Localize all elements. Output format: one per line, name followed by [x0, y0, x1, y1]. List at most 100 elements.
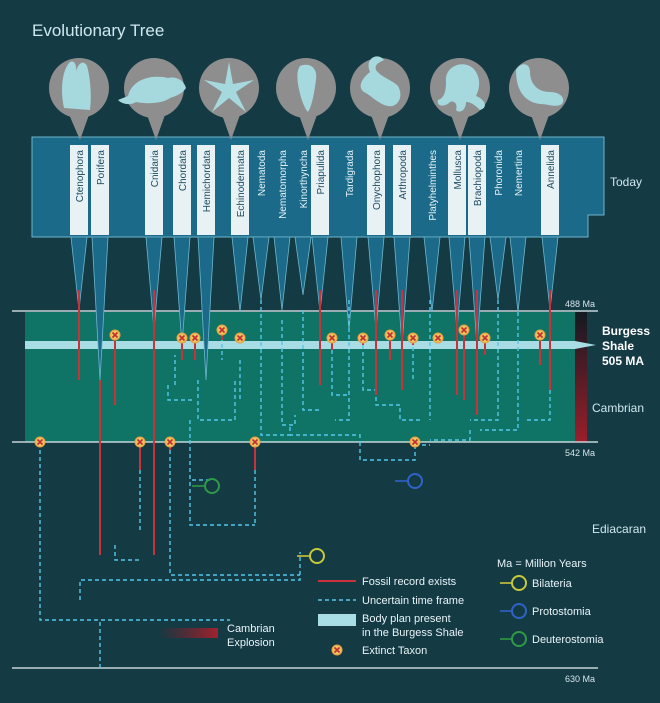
cambrian-explosion-line1: Cambrian	[227, 623, 275, 635]
extinct-marker-10	[458, 324, 470, 336]
clade-legend: Ma = Million Years BilateriaProtostomiaD…	[497, 558, 604, 647]
taxon-label-phoronida: Phoronida	[494, 150, 505, 196]
uncertain-lineage-3	[114, 545, 140, 561]
extinct-marker-15	[164, 436, 176, 448]
taxon-label-chordata: Chordata	[178, 150, 189, 192]
taxon-cone-nemertina	[509, 236, 527, 313]
taxon-cone-priapulida	[311, 236, 329, 313]
cambrian-side-bar	[575, 312, 587, 442]
opossum-icon	[118, 58, 186, 140]
legend-burgess-label-2: in the Burgess Shale	[362, 627, 464, 639]
clade-markers	[192, 473, 423, 564]
taxon-tab-priapulida	[311, 145, 329, 235]
cambrian-explosion-line2: Explosion	[227, 637, 275, 649]
sea-star-icon	[199, 58, 259, 140]
taxon-cone-mollusca	[448, 236, 466, 331]
taxon-tab-mollusca	[448, 145, 466, 235]
era-today: Today	[610, 175, 642, 189]
taxon-tab-brachiopoda	[468, 145, 486, 235]
clade-marker-protostomia	[395, 473, 423, 489]
taxon-cone-nematomorpha	[273, 236, 291, 311]
uncertain-lineage-19	[375, 390, 420, 421]
legend-extinct-swatch	[331, 644, 343, 656]
extinct-marker-2	[189, 332, 201, 344]
taxon-label-brachiopoda: Brachiopoda	[473, 150, 484, 207]
cambrian-band	[25, 312, 575, 442]
extinct-marker-0	[109, 329, 121, 341]
extinct-marker-7	[384, 329, 396, 341]
legend-burgess-swatch	[318, 614, 356, 626]
extinct-marker-16	[249, 436, 261, 448]
taxon-label-tardigrada: Tardigrada	[345, 150, 356, 198]
uncertain-lineage-2	[79, 552, 301, 600]
taxon-label-priapulida: Priapulida	[316, 150, 327, 195]
worm-icon	[509, 58, 569, 140]
taxon-tab-ctenophora	[70, 145, 88, 235]
taxon-cone-porifera	[91, 236, 109, 381]
taxon-cone-annelida	[541, 236, 559, 311]
taxon-label-echinodermata: Echinodermata	[236, 150, 247, 218]
clade-legend-deuterostomia: Deuterostomia	[500, 631, 604, 647]
taxon-label-porifera: Porifera	[96, 150, 107, 185]
clade-legend-label-deuterostomia: Deuterostomia	[532, 634, 604, 646]
taxon-cone-hemichordata	[197, 236, 215, 381]
uncertain-lineage-15	[302, 310, 320, 411]
taxon-tab-hemichordata	[197, 145, 215, 235]
legend-extinct-label: Extinct Taxon	[362, 645, 427, 657]
legend-uncertain-label: Uncertain time frame	[362, 595, 464, 607]
uncertain-lineage-16	[335, 300, 350, 421]
legend-fossil-label: Fossil record exists	[362, 576, 457, 588]
clade-legend-heading: Ma = Million Years	[497, 558, 587, 570]
taxon-tab-onychophora	[367, 145, 385, 235]
taxon-tab-annelida	[541, 145, 559, 235]
taxon-label-hemichordata: Hemichordata	[202, 150, 213, 213]
taxon-label-onychophora: Onychophora	[372, 150, 383, 210]
uncertain-lineage-12	[167, 355, 195, 401]
taxon-label-arthropoda: Arthropoda	[398, 150, 409, 200]
extinct-markers	[34, 324, 546, 448]
burgess-shale-bar	[25, 341, 596, 349]
taxon-label-cnidaria: Cnidaria	[150, 150, 161, 188]
uncertain-lineage-17	[331, 350, 349, 396]
legend-burgess-label-1: Body plan present	[362, 613, 451, 625]
extinct-marker-12	[534, 329, 546, 341]
taxon-cone-onychophora	[367, 236, 385, 331]
extinct-marker-9	[432, 332, 444, 344]
taxon-cone-cnidaria	[145, 236, 163, 331]
uncertain-lineage-27	[290, 434, 361, 445]
taxon-tab-arthropoda	[393, 145, 411, 235]
taxon-cone-echinodermata	[231, 236, 249, 313]
taxon-label-annelida: Annelida	[546, 150, 557, 189]
uncertain-lineage-13	[260, 300, 291, 436]
uncertain-lineage-14	[281, 320, 296, 426]
uncertain-lineage-9	[189, 380, 236, 440]
clade-legend-bilateria: Bilateria	[500, 575, 573, 591]
cambrian-explosion-bar	[158, 628, 218, 638]
scorpion-icon	[350, 56, 410, 140]
extinct-marker-13	[34, 436, 46, 448]
taxon-label-nematomorpha: Nematomorpha	[278, 150, 289, 219]
uncertain-lineage-6	[189, 440, 255, 526]
diagram-title: Evolutionary Tree	[32, 21, 164, 40]
era-cambrian: Cambrian	[592, 401, 644, 415]
clade-marker-bilateria	[297, 548, 325, 564]
taxon-cone-kinorthyncha	[294, 236, 312, 296]
extinct-marker-8	[407, 332, 419, 344]
time-mark-630: 630 Ma	[565, 674, 595, 684]
clade-legend-label-protostomia: Protostomia	[532, 606, 592, 618]
sponge-icon	[49, 58, 109, 140]
taxon-cone-phoronida	[489, 236, 507, 301]
taxon-label-kinorthyncha: Kinorthyncha	[299, 150, 310, 209]
taxon-label-platyhelminthes: Platyhelminthes	[428, 150, 439, 221]
taxon-label-nematoda: Nematoda	[257, 150, 268, 197]
taxon-cone-chordata	[173, 236, 191, 346]
burgess-label-line2: Shale	[602, 339, 634, 353]
taxon-tab-cnidaria	[145, 145, 163, 235]
time-mark-542: 542 Ma	[565, 448, 595, 458]
clade-legend-label-bilateria: Bilateria	[532, 578, 573, 590]
taxon-tab-chordata	[173, 145, 191, 235]
octopus-icon	[430, 58, 490, 140]
